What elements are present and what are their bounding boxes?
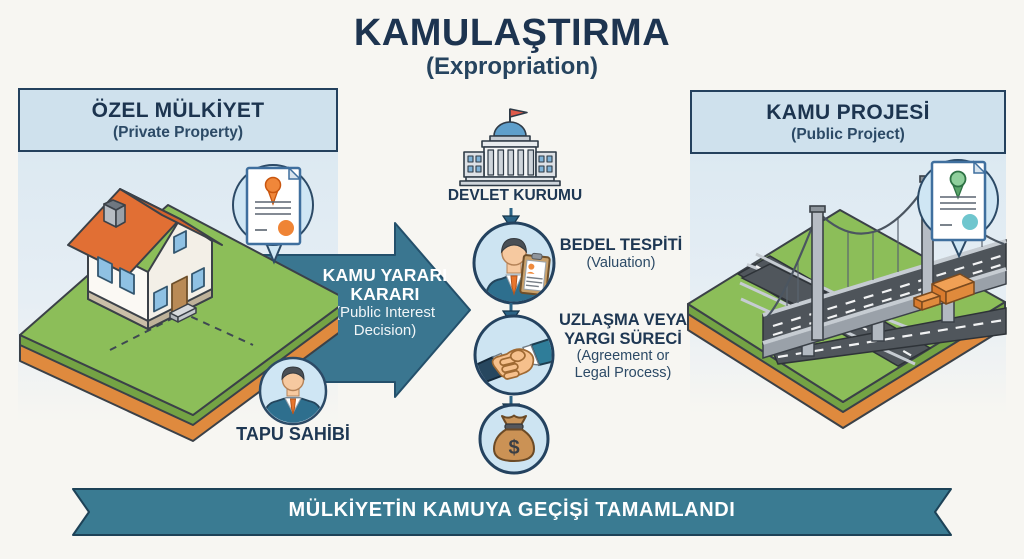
valuation-step-label: BEDEL TESPİTİ (Valuation) <box>556 236 686 271</box>
private-property-illustration <box>19 164 338 442</box>
agreement-subtitle-line2: Legal Process) <box>574 364 672 381</box>
government-building-icon <box>459 108 561 187</box>
completion-banner-label: MÜLKİYETİN KAMUYA GEÇİŞİ TAMAMLANDI <box>288 499 736 521</box>
institution-label: DEVLET KURUMU <box>447 187 583 204</box>
valuation-title: BEDEL TESPİTİ <box>559 236 683 254</box>
public-project-illustration <box>687 159 1007 429</box>
private-property-subtitle: (Private Property) <box>112 123 244 141</box>
handshake-icon <box>473 314 555 396</box>
page-subtitle: (Expropriation) <box>426 53 598 80</box>
public-project-header: KAMU PROJESİ (Public Project) <box>690 90 1006 154</box>
valuation-subtitle: (Valuation) <box>586 254 656 271</box>
decision-arrow-subtitle-line2: Decision) <box>353 321 417 339</box>
private-property-title: ÖZEL MÜLKİYET <box>91 98 265 122</box>
property-owner-avatar <box>258 356 328 426</box>
house-icon <box>67 188 223 330</box>
money-bag-icon: $ <box>478 403 550 475</box>
agreement-title-line1: UZLAŞMA VEYA <box>558 311 688 329</box>
decision-arrow-title-line1: KAMU YARARI <box>322 265 448 285</box>
page-title: KAMULAŞTIRMA <box>353 12 671 54</box>
public-project-subtitle: (Public Project) <box>791 125 905 143</box>
decision-arrow-title-line2: KARARI <box>350 284 420 304</box>
title-deed-certificate-icon <box>232 164 314 265</box>
chimney <box>103 199 126 228</box>
completion-banner-ribbon <box>72 488 952 536</box>
dollar-symbol: $ <box>508 437 519 459</box>
owner-label: TAPU SAHİBİ <box>236 424 350 444</box>
public-project-title: KAMU PROJESİ <box>766 100 930 124</box>
decision-arrow-label: KAMU YARARI KARARI (Public Interest Deci… <box>302 266 468 339</box>
agreement-subtitle-line1: (Agreement or <box>576 348 670 364</box>
appraiser-with-clipboard-icon <box>472 221 556 305</box>
agreement-step-label: UZLAŞMA VEYA YARGI SÜRECİ (Agreement or … <box>552 311 694 381</box>
agreement-title-line2: YARGI SÜRECİ <box>564 329 682 348</box>
construction-materials <box>913 273 975 311</box>
public-project-certificate-icon <box>917 159 999 259</box>
decision-arrow-subtitle-line1: (Public Interest <box>334 304 436 321</box>
private-property-header: ÖZEL MÜLKİYET (Private Property) <box>18 88 338 152</box>
